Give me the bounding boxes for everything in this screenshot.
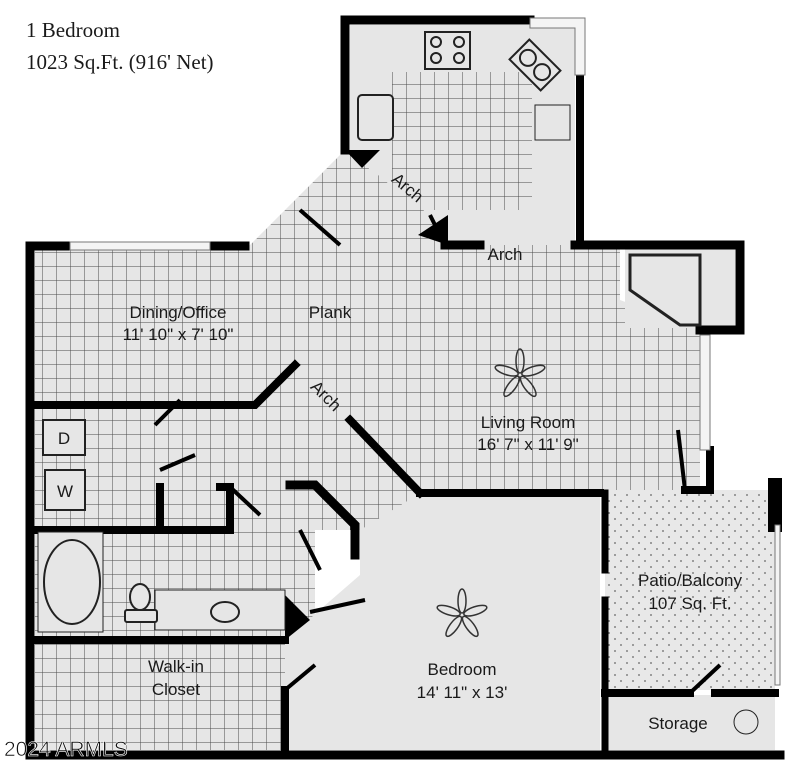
- patio-name: Patio/Balcony: [638, 571, 742, 590]
- copyright-label: 2024 ARMLS: [4, 738, 128, 761]
- plank-label: Plank: [309, 303, 352, 322]
- square-feet-label: 1023 Sq.Ft. (916' Net): [26, 50, 214, 74]
- closet-floor: [35, 640, 285, 750]
- fridge-icon: [357, 94, 394, 141]
- living-room-dimensions: 16' 7" x 11' 9": [477, 435, 578, 454]
- window-living: [699, 334, 711, 451]
- dryer-label: D: [58, 429, 70, 448]
- bedroom-dimensions: 14' 11" x 13': [417, 683, 508, 702]
- ceiling-fan-icon: [436, 588, 488, 638]
- fireplace-icon: [628, 253, 702, 327]
- dishwasher-icon: [534, 104, 571, 141]
- storage-name: Storage: [648, 714, 708, 733]
- stove-icon: [424, 31, 471, 70]
- bathtub-icon: [43, 539, 101, 625]
- arch-markers: [285, 150, 448, 640]
- walls: [25, 15, 785, 760]
- living-room-name: Living Room: [481, 413, 576, 432]
- closet-name-line2: Closet: [152, 680, 200, 699]
- patio-floor: [605, 490, 775, 690]
- kitchen-tile: [392, 72, 532, 210]
- unit-type-label: 1 Bedroom: [26, 18, 120, 42]
- water-heater-icon: [733, 709, 759, 735]
- dryer-box: [42, 419, 86, 456]
- storage-floor: [605, 695, 775, 750]
- washer-box: [44, 469, 86, 511]
- fixtures: [37, 31, 759, 735]
- toilet-icon: [129, 583, 151, 611]
- dining-room-name: Dining/Office: [129, 303, 226, 322]
- arch-living-label: Arch: [488, 245, 523, 264]
- closet-name-line1: Walk-in: [148, 657, 204, 676]
- ceiling-fan-icon: [494, 348, 546, 398]
- ceiling-fans: [436, 348, 546, 638]
- window-dining: [69, 241, 211, 251]
- window-kitchen: [529, 17, 586, 76]
- window-patio: [774, 524, 781, 686]
- windows: [69, 17, 781, 686]
- sink-oval-icon: [210, 601, 240, 623]
- sink-icon: [508, 38, 562, 92]
- dining-room-dimensions: 11' 10" x 7' 10": [123, 325, 234, 344]
- bedroom-name: Bedroom: [428, 660, 497, 679]
- patio-dimensions: 107 Sq. Ft.: [648, 594, 731, 613]
- washer-label: W: [57, 482, 73, 501]
- bedroom-floor: [285, 493, 600, 750]
